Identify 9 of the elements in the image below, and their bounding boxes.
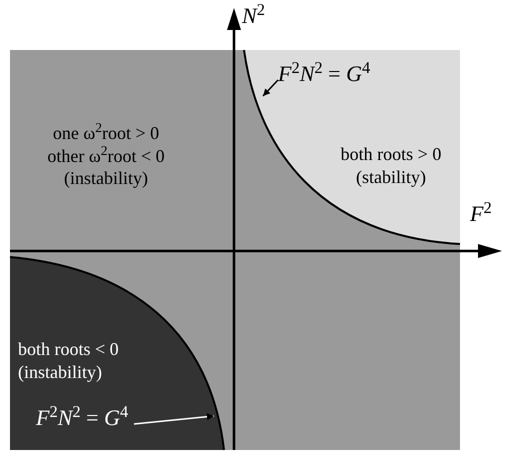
axis-label: N$^{2}$ [242, 2, 265, 30]
region-label: one ω$^{2}$root > 0 other ω$^{2}$root < 0 (instability) [46, 122, 166, 190]
region-label: both roots < 0 (instability) [18, 338, 120, 383]
region-label: both roots > 0 (stability) [340, 143, 442, 188]
equation-label: F$^{2}$N$^{2}$ = G$^{4}$ [278, 61, 370, 86]
equation-label: F$^{2}$N$^{2}$ = G$^{4}$ [36, 405, 128, 430]
leader-arrow [262, 79, 279, 97]
leader-arrow [134, 413, 214, 425]
axis-label: F$^{2}$ [470, 200, 492, 228]
